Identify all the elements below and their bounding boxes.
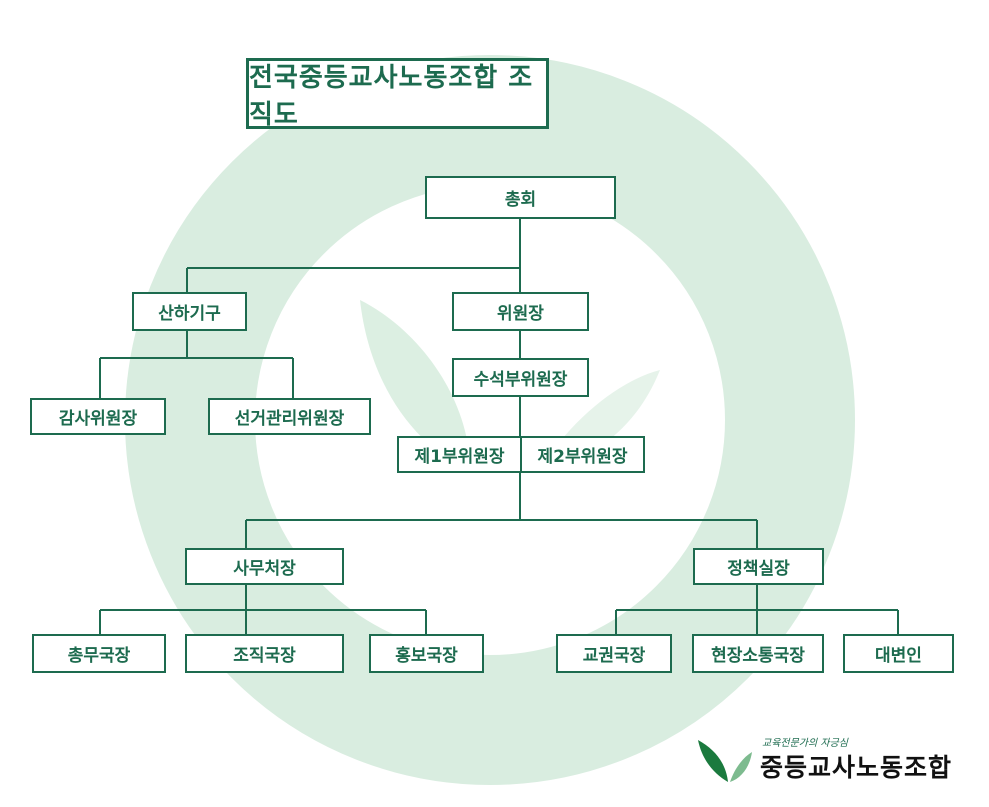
- node-spokesperson: 대변인: [843, 634, 954, 673]
- leaf-logo-icon: [698, 740, 752, 782]
- node-general-assembly: 총회: [425, 176, 616, 219]
- node-policy-director: 정책실장: [693, 548, 824, 585]
- node-public-relations: 홍보국장: [369, 634, 484, 673]
- node-audit-committee: 감사위원장: [30, 398, 166, 435]
- node-vice-chair-1: 제1부위원장: [397, 436, 522, 473]
- node-senior-vice-chair: 수석부위원장: [452, 358, 589, 397]
- node-vice-chair-2: 제2부위원장: [520, 436, 645, 473]
- node-secretary-general: 사무처장: [185, 548, 344, 585]
- node-election-committee: 선거관리위원장: [208, 398, 371, 435]
- chart-title: 전국중등교사노동조합 조직도: [246, 58, 549, 130]
- node-field-communication: 현장소통국장: [692, 634, 824, 673]
- node-chair: 위원장: [452, 292, 589, 331]
- node-teacher-rights: 교권국장: [556, 634, 672, 673]
- logo-name: 중등교사노동조합: [760, 753, 953, 782]
- node-general-affairs: 총무국장: [32, 634, 166, 673]
- logo-slogan: 교육전문가의 자긍심: [762, 738, 848, 749]
- node-organization: 조직국장: [185, 634, 344, 673]
- node-affiliated-bodies: 산하기구: [132, 292, 247, 331]
